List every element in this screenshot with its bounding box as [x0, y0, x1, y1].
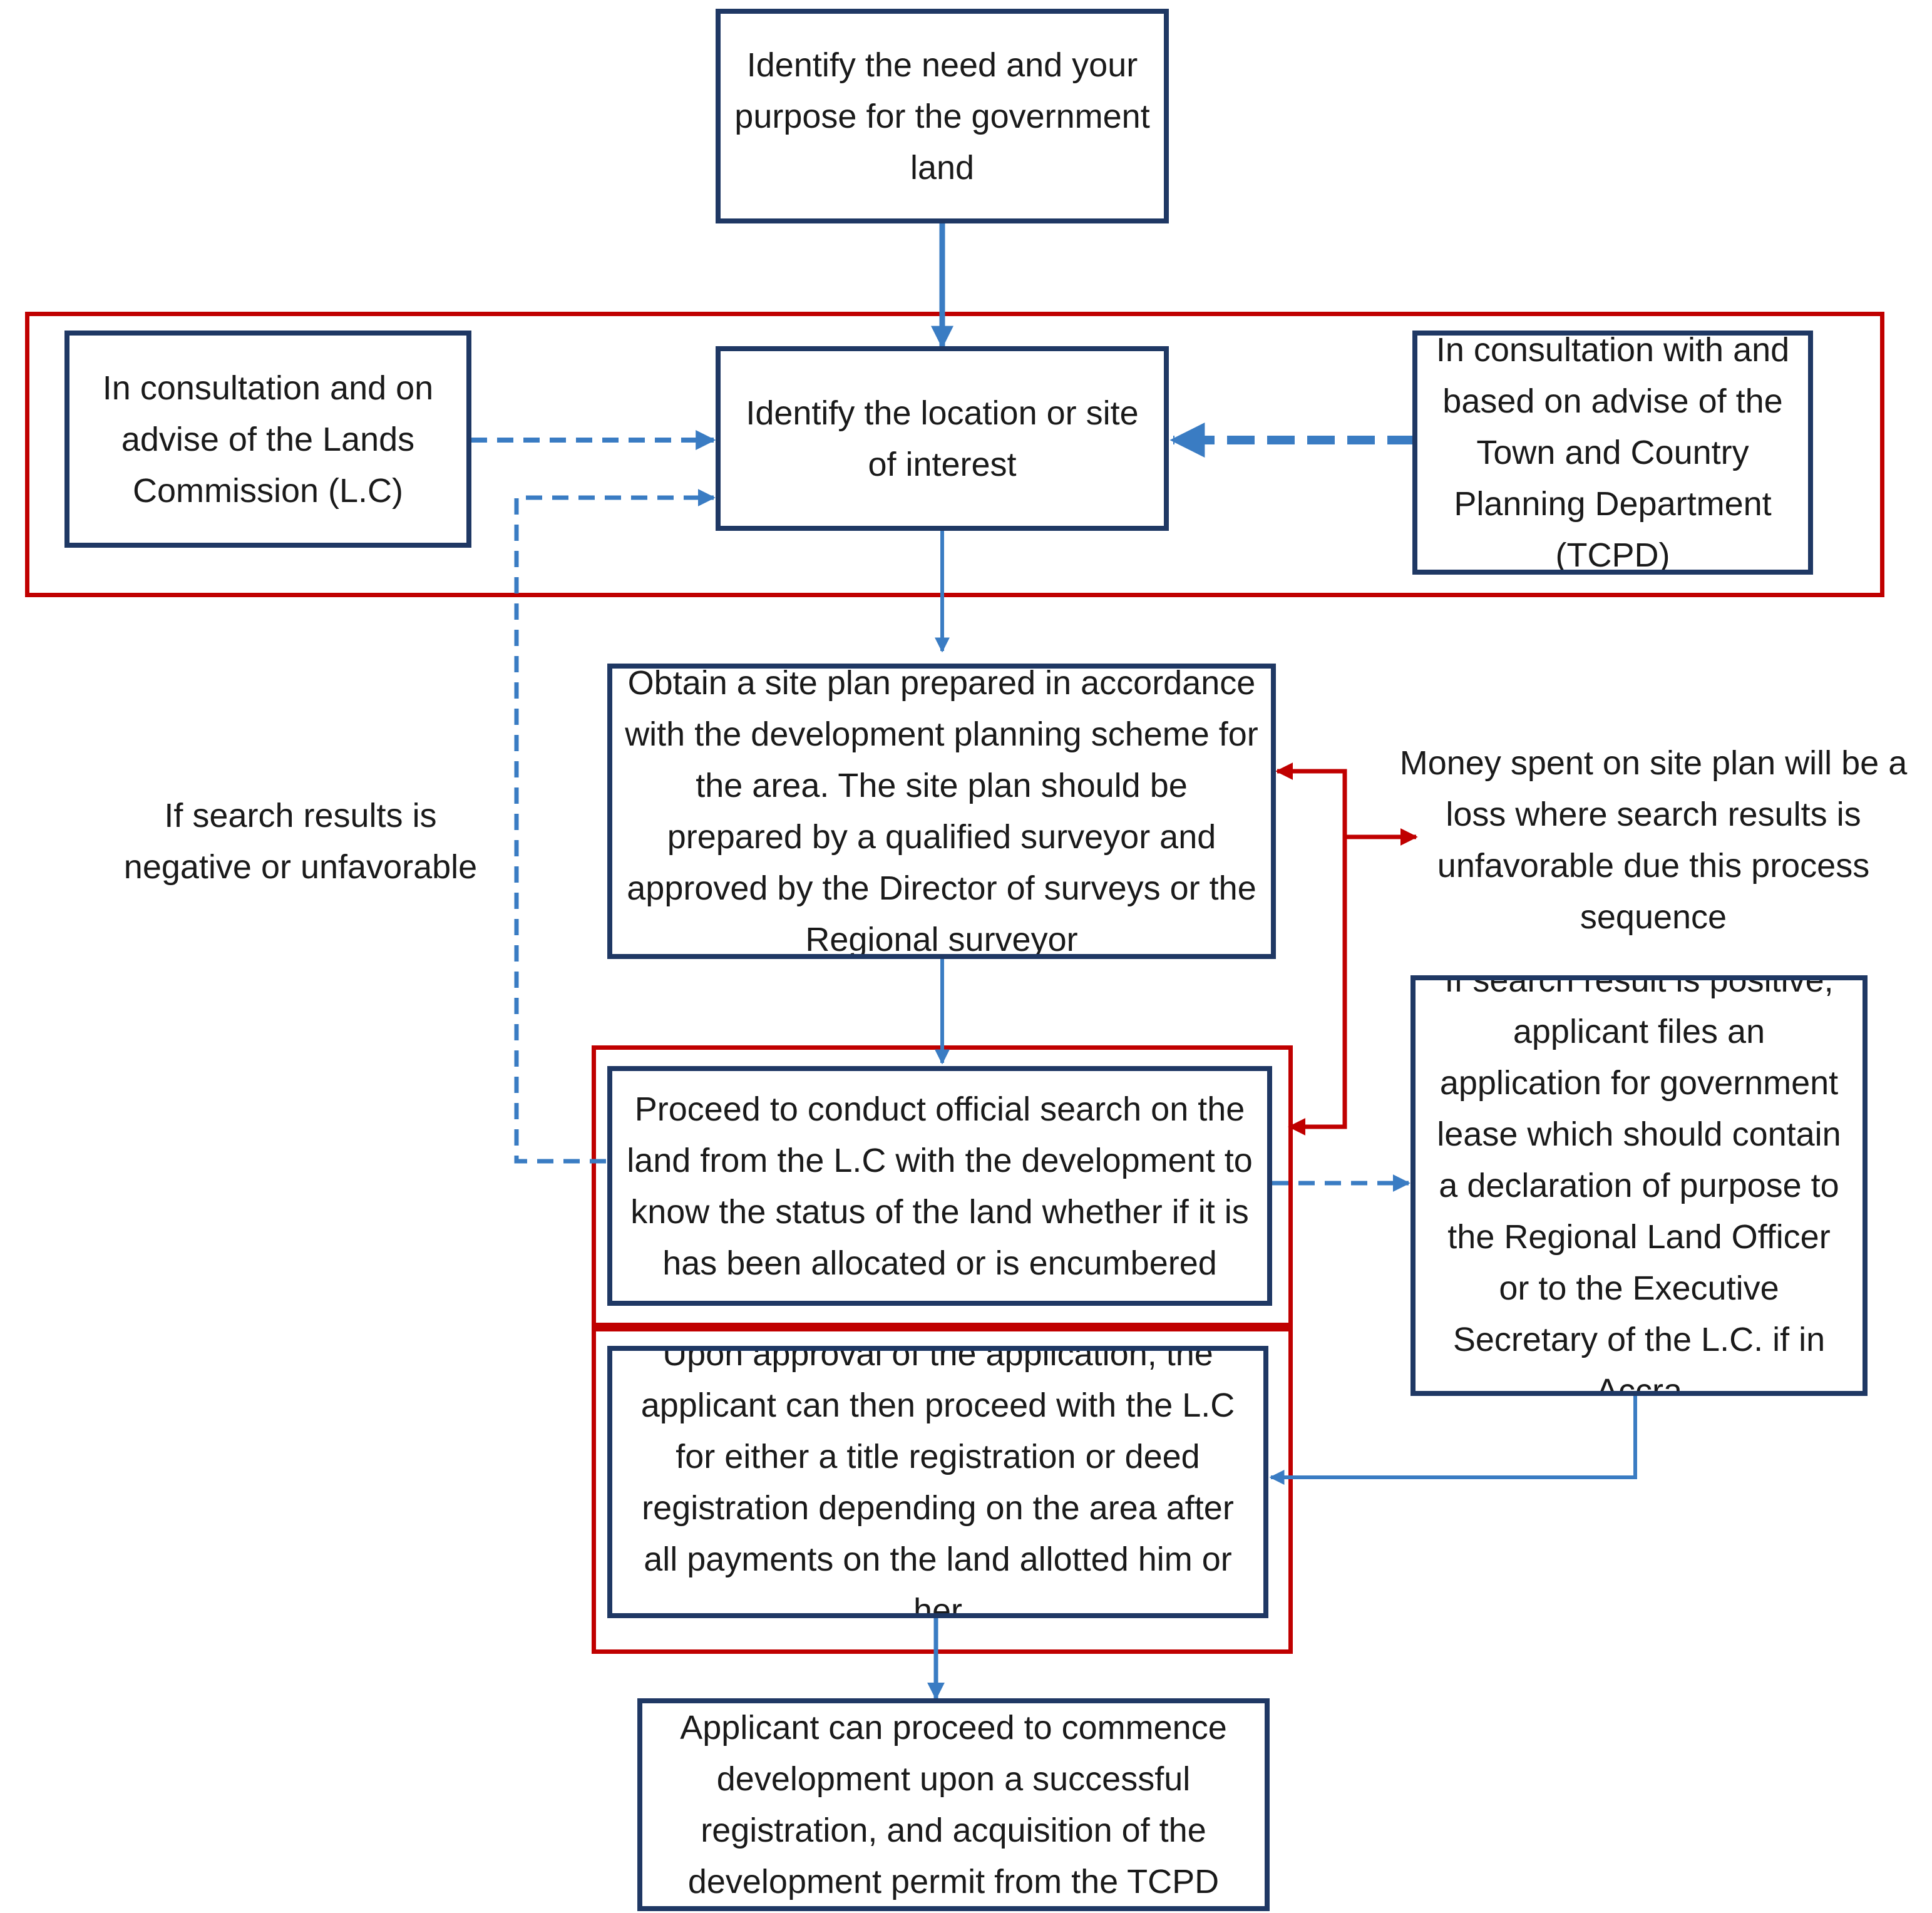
tcpd-advice-text: In consultation with and based on advise… — [1436, 331, 1790, 574]
money-loss-note: Money spent on site plan will be a loss … — [1399, 744, 1908, 936]
identify-need-box: Identify the need and your purpose for t… — [716, 9, 1169, 223]
approval-box: Upon approval of the application, the ap… — [607, 1346, 1268, 1618]
tcpd-advice-box: In consultation with and based on advise… — [1412, 331, 1813, 575]
identify-need-text: Identify the need and your purpose for t… — [734, 46, 1150, 187]
lands-commission-text: In consultation and on advise of the Lan… — [102, 369, 434, 510]
registration-group-frame — [592, 1327, 1293, 1654]
commence-text: Applicant can proceed to commence develo… — [680, 1709, 1227, 1900]
site-plan-box: Obtain a site plan prepared in accordanc… — [607, 664, 1276, 959]
commence-box: Applicant can proceed to commence develo… — [637, 1698, 1270, 1911]
red-arrow-to-site-plan — [1275, 762, 1347, 1127]
arrow-negative-loop — [514, 489, 716, 1164]
site-plan-text: Obtain a site plan prepared in accordanc… — [625, 664, 1258, 958]
arrow-positive-to-approval — [1269, 1396, 1637, 1485]
identify-location-box: Identify the location or site of interes… — [716, 346, 1169, 531]
consultation-group-frame — [25, 312, 1884, 597]
positive-result-box: If search result is positive, applicant … — [1410, 975, 1868, 1396]
official-search-text: Proceed to conduct official search on th… — [627, 1090, 1253, 1282]
red-arrow-to-search — [1288, 771, 1347, 1136]
official-search-box: Proceed to conduct official search on th… — [607, 1066, 1272, 1306]
positive-result-text: If search result is positive, applicant … — [1437, 975, 1841, 1396]
approval-text: Upon approval of the application, the ap… — [640, 1346, 1235, 1618]
identify-location-text: Identify the location or site of interes… — [746, 394, 1139, 483]
negative-result-note: If search results is negative or unfavor… — [123, 797, 478, 886]
lands-commission-box: In consultation and on advise of the Lan… — [64, 331, 471, 548]
